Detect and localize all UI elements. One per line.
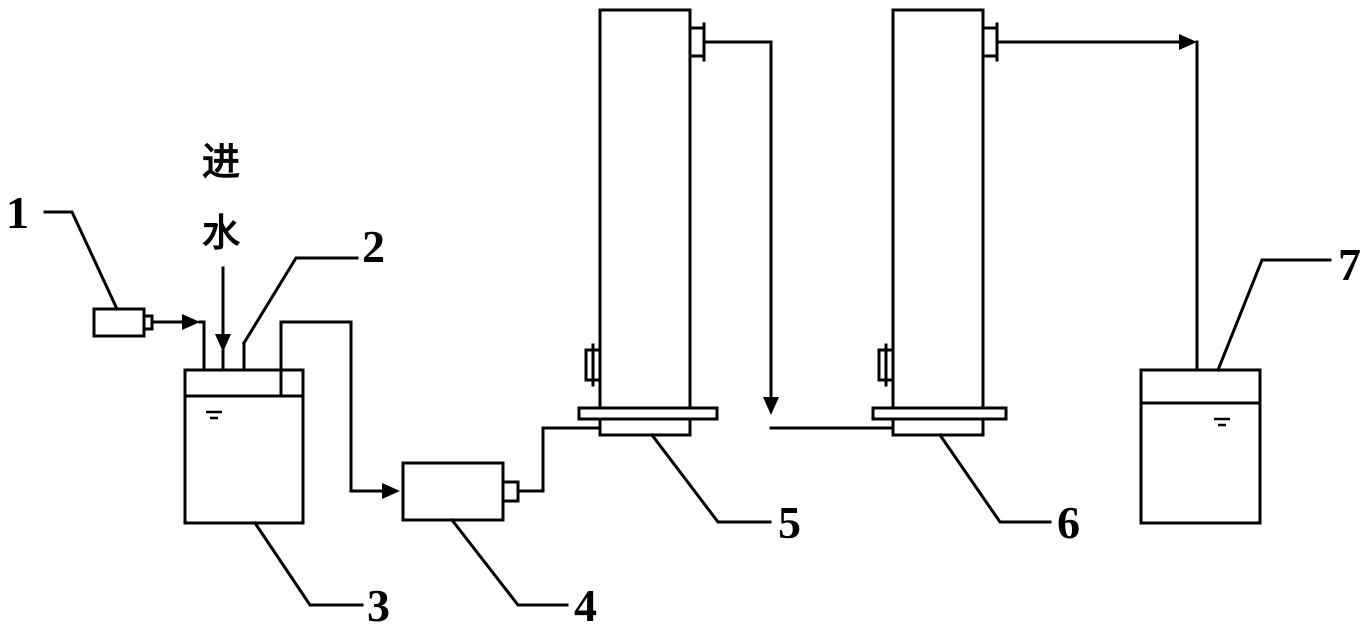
inflow-label-line1: 进 [202,140,240,184]
inflow-label-line2: 水 [202,211,241,255]
component-7-collection-tank [1139,368,1262,525]
component-6-column-reactor [871,8,1199,437]
label-1: 1 [6,187,29,238]
component-5-column-reactor [577,8,895,437]
label-5: 5 [778,497,801,548]
component-4-pump [401,426,602,522]
label-6: 6 [1057,497,1080,548]
label-7: 7 [1338,239,1361,290]
label-3: 3 [367,580,390,628]
label-2: 2 [362,221,385,272]
leader-lines [43,210,1332,607]
component-3-mixing-tank [183,320,400,525]
label-4: 4 [574,580,597,628]
